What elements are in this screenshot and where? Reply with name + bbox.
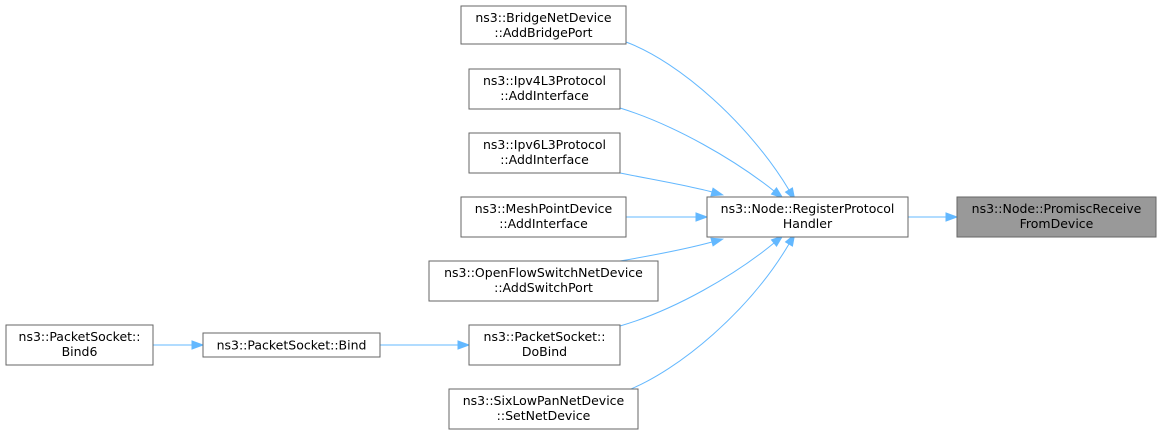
node-bind6[interactable]: ns3::PacketSocket::Bind6 — [5, 324, 154, 366]
node-box — [202, 332, 381, 358]
node-label-line-1: ns3::PacketSocket:: — [19, 329, 141, 344]
node-label: ns3::PacketSocket::Bind — [217, 338, 367, 353]
arrowhead-icon — [695, 212, 709, 222]
node-box — [468, 132, 621, 174]
node-box — [956, 196, 1157, 238]
node-label-line-1: ns3::Ipv4L3Protocol — [483, 73, 606, 88]
arrowhead-icon — [770, 235, 784, 247]
node-box — [460, 5, 627, 45]
node-label-line-2: ::AddInterface — [500, 88, 589, 103]
edge-mesh-to-register — [626, 212, 709, 222]
node-label-line-1: ns3::Node::RegisterProtocol — [721, 201, 895, 216]
node-label-line-1: ns3::SixLowPanNetDevice — [463, 393, 625, 408]
edge-bridge-to-register — [625, 41, 796, 201]
edge-register-to-promisc — [908, 212, 959, 222]
node-sixlow[interactable]: ns3::SixLowPanNetDevice::SetNetDevice — [448, 388, 639, 430]
node-label-line-2: DoBind — [522, 344, 567, 359]
node-label-line-1: ns3::PacketSocket:: — [484, 329, 606, 344]
node-box — [448, 388, 639, 430]
node-label-line-1: ns3::MeshPointDevice — [475, 201, 613, 216]
arrowhead-icon — [710, 237, 725, 247]
node-label-line-2: ::AddSwitchPort — [494, 280, 593, 295]
edge-bind-to-dobind — [380, 340, 471, 350]
node-label-line-2: Handler — [783, 216, 833, 231]
node-box — [468, 68, 621, 110]
arrowhead-icon — [945, 212, 959, 222]
node-label-line-1: ns3::OpenFlowSwitchNetDevice — [444, 265, 643, 280]
node-label-line-1: ns3::BridgeNetDevice — [475, 10, 612, 25]
node-label-line-2: Bind6 — [62, 344, 98, 359]
node-ipv6[interactable]: ns3::Ipv6L3Protocol::AddInterface — [468, 132, 621, 174]
node-label-line-2: ::AddInterface — [500, 152, 589, 167]
node-openflow[interactable]: ns3::OpenFlowSwitchNetDevice::AddSwitchP… — [428, 260, 659, 302]
edge-bind6-to-bind — [153, 340, 205, 350]
arrowhead-icon — [770, 186, 784, 199]
edge-ipv4-to-register — [619, 107, 784, 199]
node-label-line-1: ns3::Ipv6L3Protocol — [483, 137, 606, 152]
node-box — [460, 196, 627, 238]
node-box — [706, 196, 909, 238]
nodes-layer: ns3::Node::PromiscReceiveFromDevicens3::… — [5, 5, 1157, 430]
node-box — [5, 324, 154, 366]
edge-sixlow-to-register — [625, 233, 796, 392]
node-dobind[interactable]: ns3::PacketSocket::DoBind — [468, 324, 621, 366]
node-bridge[interactable]: ns3::BridgeNetDevice::AddBridgePort — [460, 5, 627, 45]
node-box — [428, 260, 659, 302]
node-label-line-2: ::AddBridgePort — [494, 25, 592, 40]
node-ipv4[interactable]: ns3::Ipv4L3Protocol::AddInterface — [468, 68, 621, 110]
node-box — [468, 324, 621, 366]
edge-dobind-to-register — [619, 235, 784, 327]
node-label-line-2: ::SetNetDevice — [497, 408, 591, 423]
node-mesh[interactable]: ns3::MeshPointDevice::AddInterface — [460, 196, 627, 238]
edge-ipv6-to-register — [619, 172, 725, 197]
node-bind[interactable]: ns3::PacketSocket::Bind — [202, 332, 381, 358]
arrowhead-icon — [457, 340, 471, 350]
node-label-line-1: ns3::Node::PromiscReceive — [972, 201, 1142, 216]
node-label-line-2: ::AddInterface — [499, 216, 588, 231]
arrowhead-icon — [191, 340, 205, 350]
node-label-line-2: FromDevice — [1020, 216, 1094, 231]
edge-openflow-to-register — [619, 237, 725, 262]
arrowhead-icon — [710, 187, 725, 197]
